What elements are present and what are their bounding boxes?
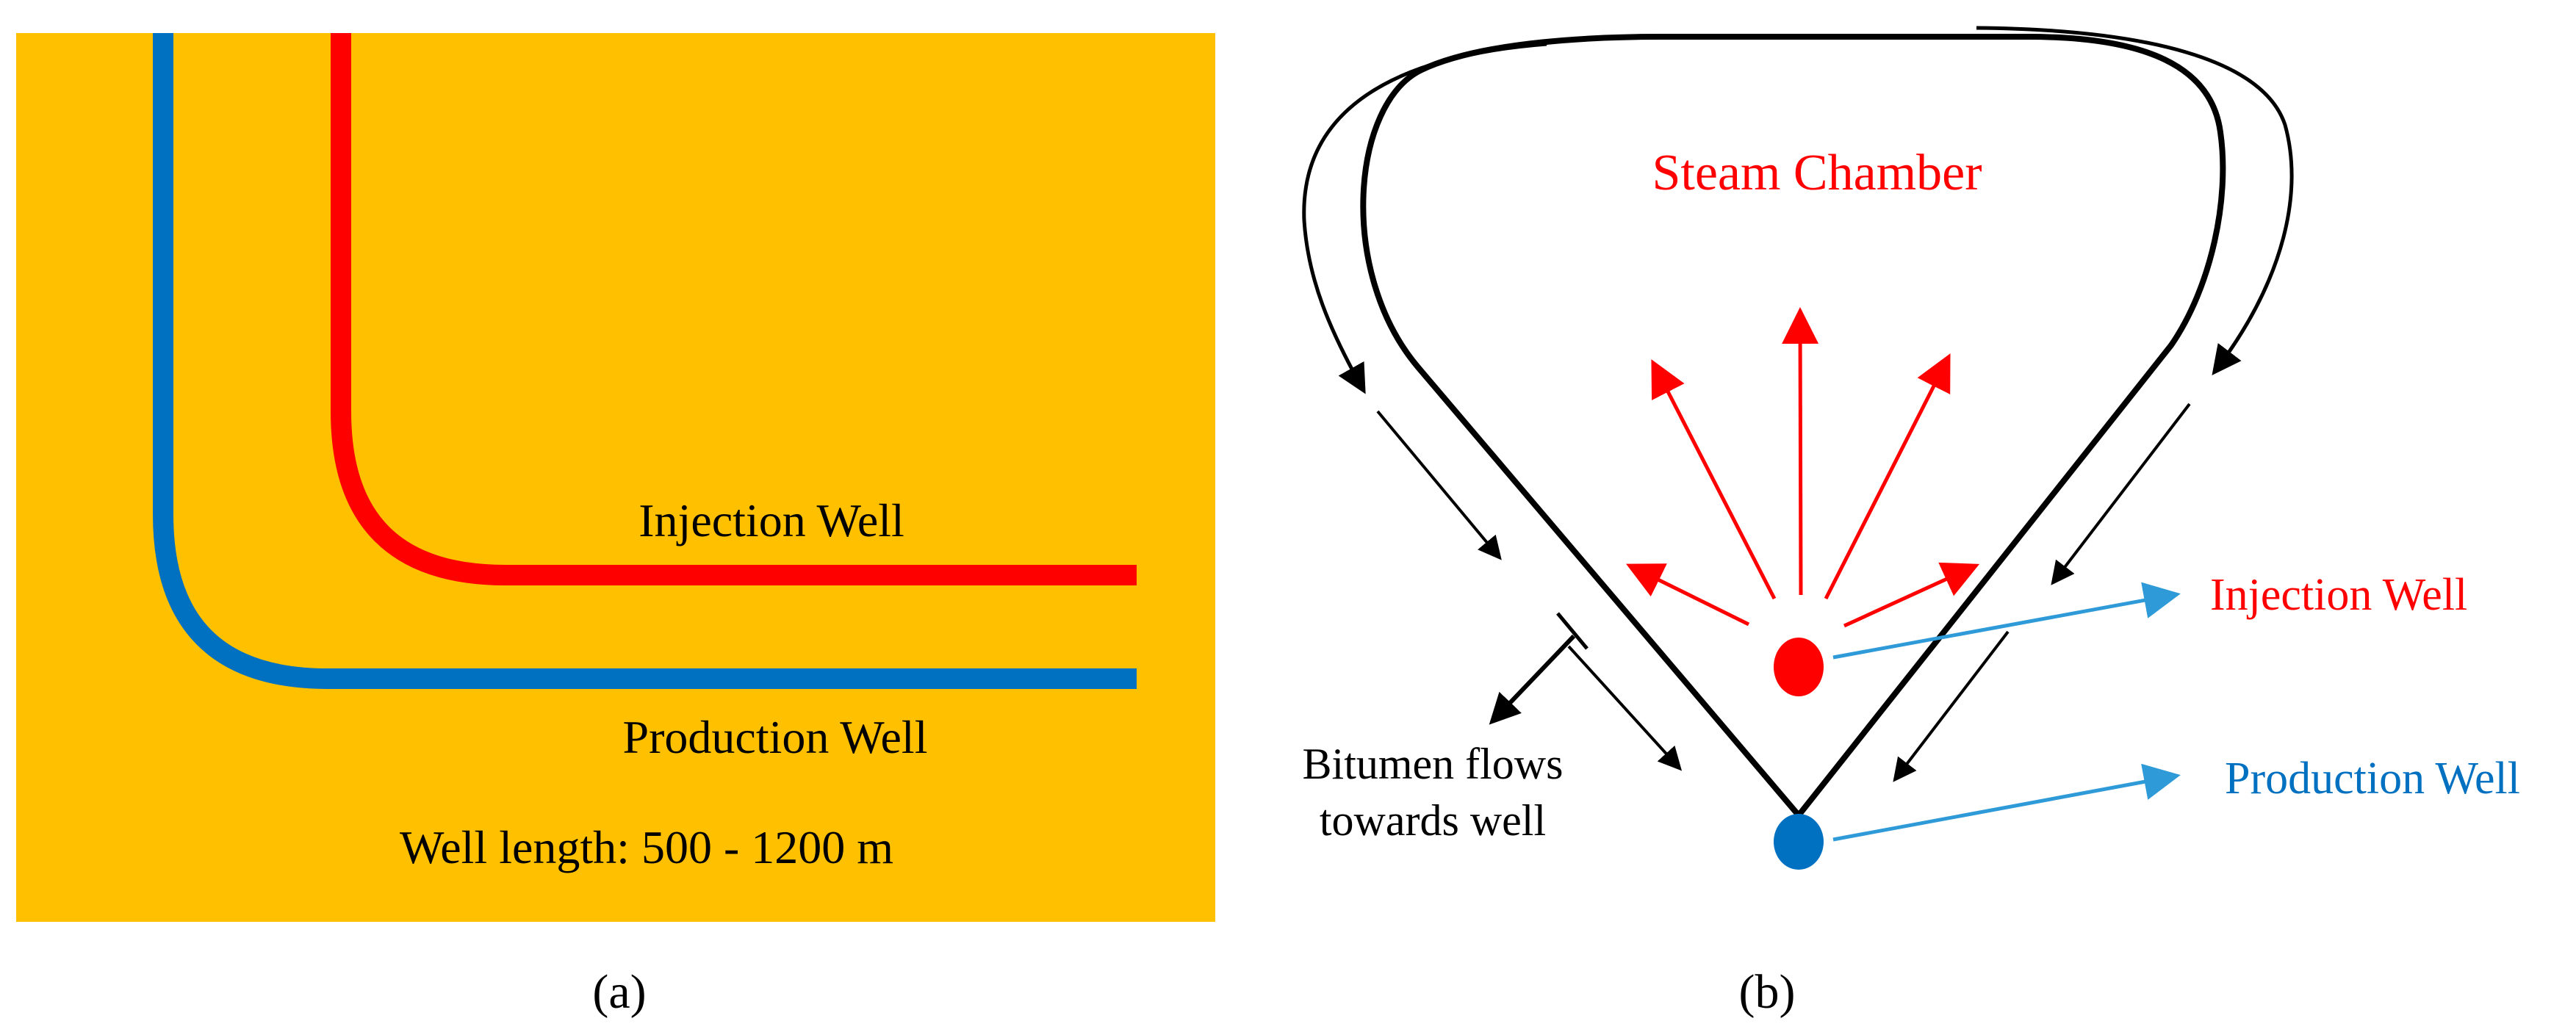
panel-a-caption: (a) xyxy=(592,965,646,1019)
formation-block xyxy=(16,33,1215,922)
drainage-arrow-left-lower xyxy=(1567,645,1683,771)
panel-a: Injection Well Production Well Well leng… xyxy=(16,33,1215,1019)
steam-arrow-up xyxy=(1782,307,1819,596)
panel-b-caption: (b) xyxy=(1739,965,1796,1019)
bitumen-flow-callout-arrow xyxy=(1489,634,1576,725)
steam-arrow-upper-left xyxy=(1651,359,1777,600)
steam-chamber-label: Steam Chamber xyxy=(1652,145,1982,201)
steam-chamber-outline xyxy=(1360,34,2226,818)
injection-well-callout-label: Injection Well xyxy=(2210,570,2467,620)
outer-flow-arrow-right xyxy=(1976,26,2294,375)
panel-b: Bitumen flows towards well Steam Chamber… xyxy=(1302,26,2520,1019)
drainage-arrow-left-upper xyxy=(1376,410,1502,560)
bitumen-wall-segment xyxy=(1556,612,1589,650)
steam-arrow-left xyxy=(1626,563,1750,627)
injection-well-label: Injection Well xyxy=(638,494,904,546)
drainage-arrow-right-lower xyxy=(1893,630,2010,782)
outer-flow-arrow-left xyxy=(1302,42,1547,394)
steam-arrow-right xyxy=(1843,562,1980,628)
production-well-callout-label: Production Well xyxy=(2225,754,2520,804)
well-length-label: Well length: 500 - 1200 m xyxy=(400,821,893,873)
steam-arrows xyxy=(1626,307,1980,628)
injection-well-marker xyxy=(1774,638,1824,696)
drainage-arrow-right-upper xyxy=(2051,403,2191,585)
production-callout-arrow xyxy=(1832,763,2181,842)
bitumen-flow-label-line2: towards well xyxy=(1320,796,1546,845)
bitumen-flow-label-line1: Bitumen flows xyxy=(1303,740,1564,788)
production-well-label: Production Well xyxy=(623,711,928,763)
steam-arrow-upper-right xyxy=(1824,353,1951,600)
production-well-pipe xyxy=(153,33,1137,689)
production-well-marker xyxy=(1774,814,1824,870)
injection-callout-arrow xyxy=(1832,582,2181,660)
injection-well-pipe xyxy=(331,33,1137,585)
